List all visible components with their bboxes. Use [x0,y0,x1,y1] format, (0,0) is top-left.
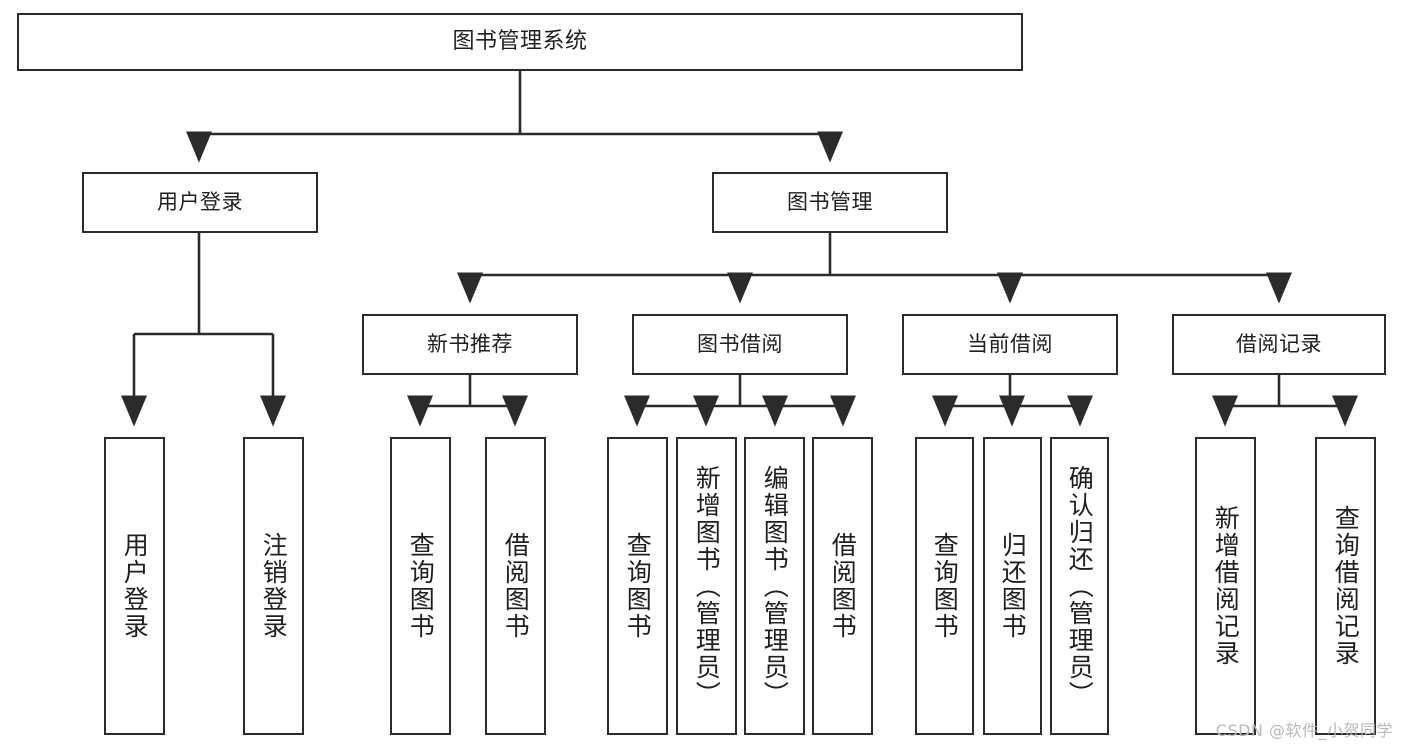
node-current-borrow[interactable]: 当前借阅 [902,314,1118,375]
node-leaf-borrow-book-2-label: 借阅图书 [828,532,858,640]
node-leaf-add-book-label: 新增图书（管理员） [692,464,722,708]
node-new-book-recommend-label: 新书推荐 [427,332,513,357]
node-leaf-logout-login[interactable]: 注销登录 [243,437,304,735]
node-user-login-label: 用户登录 [157,190,243,215]
node-leaf-confirm-return-label: 确认归还（管理员） [1065,464,1095,708]
node-root-label: 图书管理系统 [452,29,588,55]
csdn-watermark: CSDN @软件_小贺同学 [1215,721,1393,740]
node-leaf-return-book[interactable]: 归还图书 [983,437,1042,735]
node-leaf-query-book-1-label: 查询图书 [406,532,436,640]
node-leaf-user-login-label: 用户登录 [120,532,150,640]
node-leaf-edit-book-label: 编辑图书（管理员） [760,464,790,708]
node-leaf-query-book-3[interactable]: 查询图书 [915,437,974,735]
node-book-management[interactable]: 图书管理 [712,172,948,233]
node-borrow-record[interactable]: 借阅记录 [1172,314,1386,375]
node-leaf-query-book-1[interactable]: 查询图书 [390,437,451,735]
node-root[interactable]: 图书管理系统 [17,13,1023,71]
node-leaf-query-book-2[interactable]: 查询图书 [607,437,668,735]
node-borrow-record-label: 借阅记录 [1236,332,1322,357]
node-leaf-query-book-2-label: 查询图书 [623,532,653,640]
node-leaf-borrow-book-2[interactable]: 借阅图书 [812,437,873,735]
node-leaf-return-book-label: 归还图书 [998,532,1028,640]
node-leaf-confirm-return[interactable]: 确认归还（管理员） [1050,437,1109,735]
node-user-login[interactable]: 用户登录 [82,172,318,233]
node-leaf-logout-login-label: 注销登录 [259,532,289,640]
node-new-book-recommend[interactable]: 新书推荐 [362,314,578,375]
node-leaf-borrow-book-1[interactable]: 借阅图书 [485,437,546,735]
node-book-borrow[interactable]: 图书借阅 [632,314,848,375]
node-current-borrow-label: 当前借阅 [967,332,1053,357]
node-leaf-borrow-book-1-label: 借阅图书 [501,532,531,640]
node-leaf-query-record[interactable]: 查询借阅记录 [1315,437,1376,735]
node-book-management-label: 图书管理 [787,190,873,215]
node-leaf-query-book-3-label: 查询图书 [930,532,960,640]
node-leaf-edit-book[interactable]: 编辑图书（管理员） [744,437,805,735]
node-leaf-add-record-label: 新增借阅记录 [1211,505,1241,667]
node-book-borrow-label: 图书借阅 [697,332,783,357]
node-leaf-add-book[interactable]: 新增图书（管理员） [676,437,737,735]
node-leaf-add-record[interactable]: 新增借阅记录 [1195,437,1256,735]
node-leaf-user-login[interactable]: 用户登录 [104,437,165,735]
node-leaf-query-record-label: 查询借阅记录 [1331,505,1361,667]
